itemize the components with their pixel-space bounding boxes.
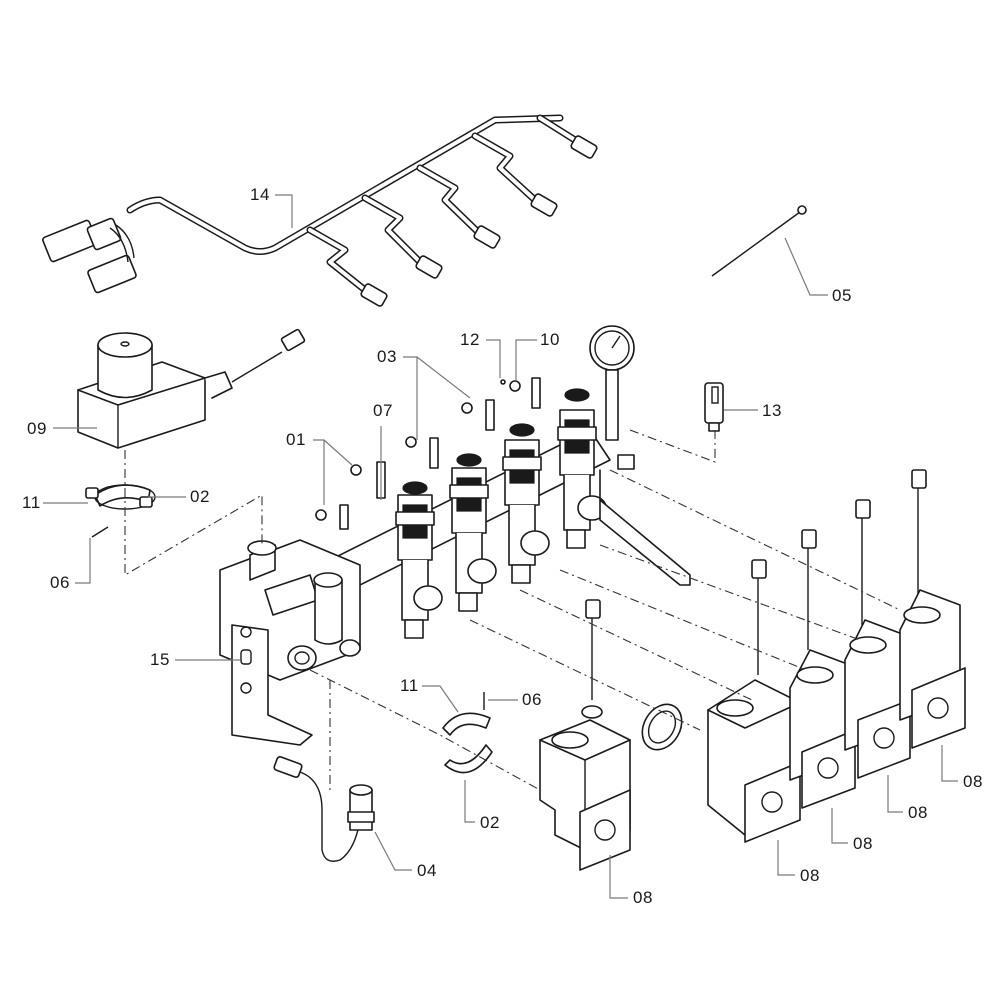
- callout-03: 03: [377, 347, 397, 366]
- leader-lines: [43, 194, 958, 899]
- harness-connector: [473, 225, 501, 249]
- section-valve: [844, 499, 911, 779]
- outlet-fitting: [395, 481, 443, 639]
- section-valve: [707, 559, 801, 843]
- harness-main-connector: [42, 217, 137, 294]
- callout-10: 10: [540, 330, 560, 349]
- harness-connector: [530, 193, 558, 217]
- section-valve: [899, 469, 966, 749]
- flow-sensor: [273, 756, 375, 862]
- callout-01: 01: [286, 430, 306, 449]
- callout-09: 09: [27, 419, 47, 438]
- callout-08b: 08: [800, 866, 820, 885]
- outlet-fitting: [557, 388, 607, 549]
- clamp-right: [641, 703, 683, 751]
- harness-connector: [415, 255, 443, 279]
- callout-13: 13: [762, 401, 782, 420]
- harness-connector: [360, 283, 388, 307]
- assembly-lines: [124, 429, 901, 791]
- harness-connector: [570, 135, 598, 159]
- callout-05: 05: [832, 286, 852, 305]
- clamp-left: [85, 484, 156, 510]
- clamp-middle: [442, 692, 493, 774]
- callout-15: 15: [150, 650, 170, 669]
- callout-06b: 06: [522, 690, 542, 709]
- main-valve-actuator: [77, 328, 306, 449]
- callout-08d: 08: [908, 803, 928, 822]
- screw-left: [91, 526, 109, 538]
- cable-tie: [711, 205, 807, 277]
- callout-02b: 02: [480, 813, 500, 832]
- callout-11: 11: [22, 493, 41, 512]
- section-valve: [539, 599, 631, 871]
- callout-12: 12: [460, 330, 480, 349]
- outlet-fitting: [502, 423, 550, 584]
- outlet-fitting: [449, 453, 497, 612]
- callout-14: 14: [250, 185, 270, 204]
- pressure-gauge: [589, 325, 691, 586]
- callout-08e: 08: [963, 772, 983, 791]
- callout-04: 04: [417, 861, 437, 880]
- callout-08: 08: [633, 888, 653, 907]
- callout-06: 06: [50, 573, 70, 592]
- callout-02: 02: [190, 487, 210, 506]
- callout-08c: 08: [853, 834, 873, 853]
- callout-07: 07: [373, 401, 393, 420]
- wiring-harness: [42, 114, 598, 307]
- pressure-sensor: [704, 382, 724, 432]
- callout-11b: 11: [400, 676, 419, 695]
